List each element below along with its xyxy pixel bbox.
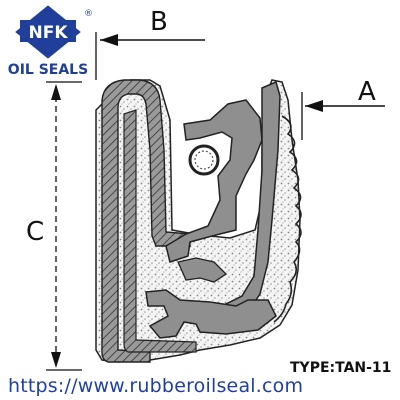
dimension-b-label: B [150, 7, 168, 37]
registered-mark: ® [84, 9, 93, 19]
seal-cross-section [95, 79, 302, 363]
brand-name: OIL SEALS [8, 62, 88, 78]
garter-spring [188, 144, 220, 176]
dimension-a: A [301, 77, 385, 140]
website-url[interactable]: https://www.rubberoilseal.com [8, 375, 303, 397]
dimension-b: B [95, 7, 205, 80]
dimension-c-label: C [26, 217, 44, 247]
main-lip [165, 99, 263, 263]
dimension-a-label: A [358, 77, 376, 107]
lower-lip [177, 257, 228, 283]
ribbed-od [273, 115, 302, 323]
dust-lip [145, 289, 277, 339]
outer-case [101, 79, 191, 363]
brand-logo: NFK ® OIL SEALS [8, 5, 93, 78]
dimension-c: C [26, 81, 82, 371]
inner-case [123, 109, 197, 353]
type-label: TYPE:TAN-11 [290, 360, 391, 376]
logo-text: NFK [28, 23, 68, 43]
